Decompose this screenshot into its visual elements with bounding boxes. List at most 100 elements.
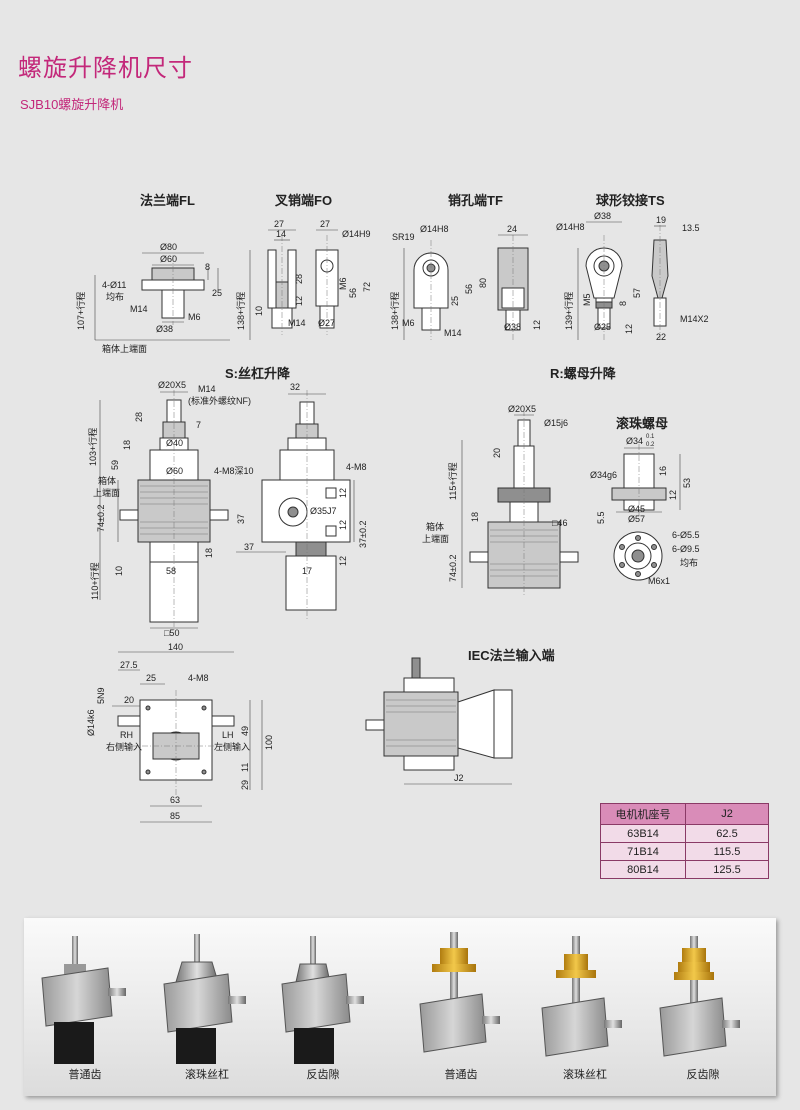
fo-dim-0: 27: [274, 219, 284, 229]
bn-dim-7: 5.5: [596, 511, 606, 524]
pv-dim-11: 49: [240, 726, 250, 736]
fo-dim-10: M6: [338, 277, 348, 290]
bn-dim-11: 6-Ø9.5: [672, 544, 700, 554]
tf-dim-7: M6: [402, 318, 415, 328]
s-dim-24: 12: [338, 520, 348, 530]
s-dim-22: Ø35J7: [310, 506, 337, 516]
pv-dim-0: 140: [168, 642, 183, 652]
tf-dim-3: 138+行程: [389, 292, 400, 330]
s-dim-21: 12: [338, 488, 348, 498]
ts-dim-4: 139+行程: [563, 292, 574, 330]
ts-dim-2: 19: [656, 215, 666, 225]
s-dim-9: Ø60: [166, 466, 183, 476]
s-dim-13: 18: [204, 548, 214, 558]
s-dim-4: 7: [196, 420, 201, 430]
fl-dim-0: Ø80: [160, 242, 177, 252]
s-dim-6: 18: [122, 440, 132, 450]
fl-dim-9: 107+行程: [75, 292, 86, 330]
fl-dim-5: 均布: [106, 291, 124, 302]
fo-dim-8: 56: [348, 288, 358, 298]
table-header-motor: 电机机座号: [600, 803, 686, 825]
fo-dim-11: M14: [288, 318, 306, 328]
tf-dim-8: M14: [444, 328, 462, 338]
s-dim-19: 4-M8深10: [214, 466, 254, 476]
s-dim-20: 4-M8: [346, 462, 367, 472]
s-dim-18: 32: [290, 382, 300, 392]
pv-dim-14: 29: [240, 780, 250, 790]
tf-dim-0: SR19: [392, 232, 415, 242]
bn-dim-6: 12: [668, 490, 678, 500]
fo-dim-4: 138+行程: [235, 292, 246, 330]
pv-dim-9: LH: [222, 730, 234, 740]
r-dim-2: 20: [492, 448, 502, 458]
s-dim-26: 37: [244, 542, 254, 552]
s-lift-drawing: Ø20X5 M14 (标准外螺纹NF) 28 7 Ø40 18 103+行程 5…: [87, 380, 368, 638]
r-lift-label: R:螺母升降: [550, 366, 617, 381]
s-dim-11: 上端面: [93, 487, 120, 498]
s-dim-12: 74±0.2: [96, 505, 106, 532]
ts-drawing: Ø14H8 Ø38 19 13.5 139+行程 M5 57 8 Ø25 22 …: [556, 211, 709, 342]
bn-dim-4: Ø34g6: [590, 470, 617, 480]
fl-dim-8: Ø38: [156, 324, 173, 334]
ball-nut-label: 滚珠螺母: [616, 416, 668, 431]
table-cell: 63B14: [600, 824, 686, 843]
fo-dim-3: Ø14H9: [342, 229, 371, 239]
ts-dim-3: 13.5: [682, 223, 700, 233]
pv-dim-15: 63: [170, 795, 180, 805]
photo-antibacklash-nut: [659, 936, 740, 1057]
bn-dim-9: Ø57: [628, 514, 645, 524]
bn-dim-10: 6-Ø5.5: [672, 530, 700, 540]
table-cell: 80B14: [600, 860, 686, 879]
bn-dim-3: 16: [658, 466, 668, 476]
bn-dim-1: 0.1: [646, 434, 655, 440]
iec-drawing: J2: [365, 657, 513, 785]
pv-dim-2: 25: [146, 673, 156, 683]
pv-dim-6: Ø14k6: [86, 709, 96, 736]
s-dim-25: 37±0.2: [358, 521, 368, 548]
fo-dim-5: 10: [254, 306, 264, 316]
fo-dim-12: Ø27: [318, 318, 335, 328]
s-dim-15: 110+行程: [89, 562, 100, 600]
s-dim-16: 58: [166, 566, 176, 576]
s-dim-17: □50: [164, 628, 179, 638]
bn-dim-2: 0.2: [646, 442, 655, 448]
fl-dim-1: Ø60: [160, 254, 177, 264]
page-subtitle: SJB10螺旋升降机: [20, 97, 124, 112]
pv-dim-5: 20: [124, 695, 134, 705]
fo-dim-6: 12: [294, 296, 304, 306]
fo-drawing: 27 14 27 Ø14H9 138+行程 10 12 28 56 72 M6 …: [235, 219, 372, 340]
fl-dim-3: 25: [212, 288, 222, 298]
fl-dim-10: 箱体上端面: [102, 343, 147, 354]
tf-dim-2: 24: [507, 224, 517, 234]
bn-dim-12: 均布: [680, 557, 698, 568]
pv-dim-10: 左侧输入: [214, 741, 250, 752]
photo-caption-5: 滚珠丝杠: [563, 1069, 607, 1081]
ts-dim-6: 57: [632, 288, 642, 298]
ts-dim-8: Ø25: [594, 322, 611, 332]
product-photos: [41, 932, 740, 1064]
r-dim-1: Ø15j6: [544, 418, 568, 428]
tf-dim-4: 25: [450, 296, 460, 306]
tf-label: 销孔端TF: [448, 193, 503, 208]
table-cell: 71B14: [600, 842, 686, 861]
fo-dim-7: 28: [294, 274, 304, 284]
r-dim-4: □46: [552, 518, 567, 528]
tf-drawing: SR19 Ø14H8 24 138+行程 25 56 80 M6 M14 Ø38…: [389, 224, 542, 340]
iec-dim-0: J2: [454, 773, 464, 783]
bn-dim-8: Ø45: [628, 504, 645, 514]
table-row: 63B14 62.5: [600, 824, 769, 843]
fl-dim-4: 4-Ø11: [102, 280, 126, 290]
ts-dim-11: 12: [624, 324, 634, 334]
pv-dim-8: 右侧输入: [106, 741, 142, 752]
photo-caption-4: 普通齿: [444, 1069, 478, 1081]
photo-caption-3: 反齿隙: [306, 1069, 340, 1081]
fl-drawing: Ø80 Ø60 8 25 4-Ø11 均布 M14 M6 Ø38 107+行程 …: [75, 242, 230, 354]
tf-dim-1: Ø14H8: [420, 224, 449, 234]
tf-dim-10: 12: [532, 320, 542, 330]
s-dim-28: 12: [338, 556, 348, 566]
r-dim-7: 上端面: [422, 533, 449, 544]
photo-caption-1: 普通齿: [68, 1069, 102, 1081]
r-dim-0: Ø20X5: [508, 404, 536, 414]
s-dim-10: 箱体: [98, 475, 116, 486]
tf-dim-6: 80: [478, 278, 488, 288]
